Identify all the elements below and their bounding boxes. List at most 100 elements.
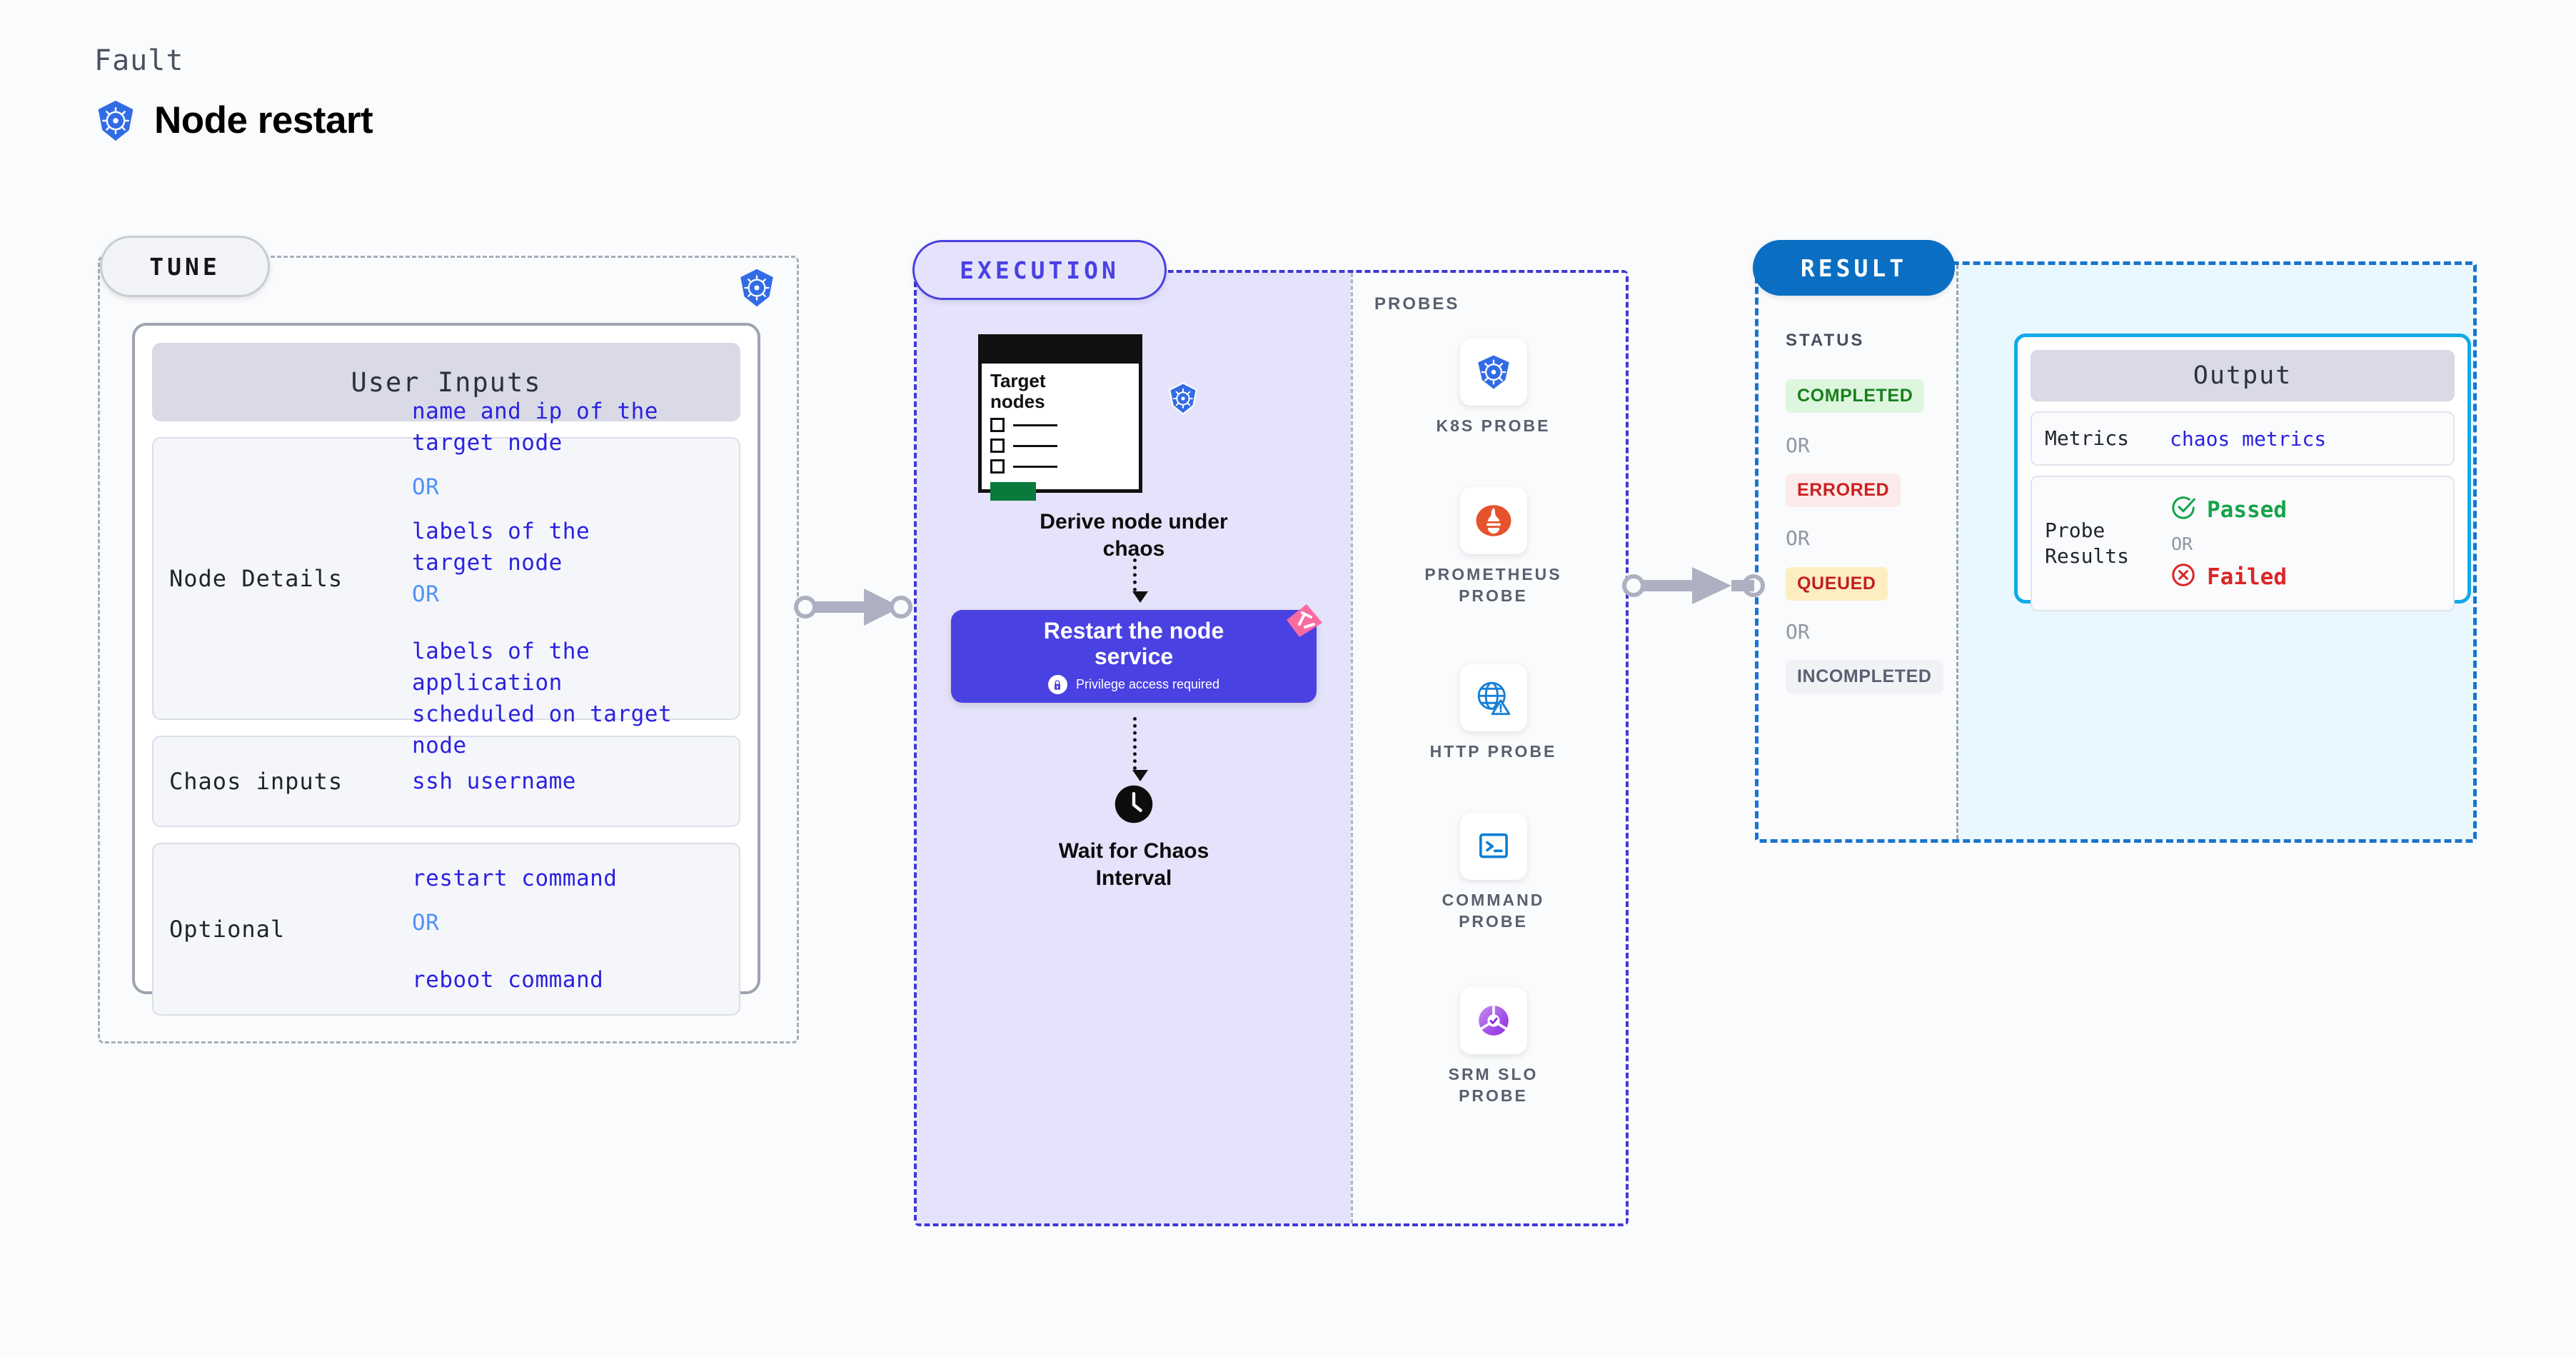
output-row-metrics: Metrics chaos metrics [2031,411,2455,466]
privilege-note: Privilege access required [1047,675,1220,695]
target-nodes-card: Target nodes [978,334,1197,501]
user-inputs-title: User Inputs [152,343,740,421]
prometheus-icon [1459,487,1527,554]
node-list-item [990,459,1130,474]
status-badge-incompleted: INCOMPLETED [1786,660,1943,693]
kubernetes-icon [1459,339,1527,406]
status-badge-errored: ERRORED [1786,474,1901,507]
status-badge-completed: COMPLETED [1786,379,1925,413]
value-text: labels of the [412,518,590,544]
or-separator: OR [412,474,440,500]
input-values: restart command OR reboot command [412,863,723,996]
user-inputs-card: User Inputs Node Details name and ip of … [132,323,760,1016]
label-line: SRM SLO [1448,1065,1539,1083]
output-key: Probe Results [2045,518,2170,570]
globe-warning-icon [1459,664,1527,731]
x-circle-icon [2170,561,2197,594]
probes-column: PROBES K8S PROBE [1351,273,1626,1223]
label-line: PROBE [1459,1086,1528,1105]
probe-http[interactable]: HTTP PROBE [1353,664,1634,763]
label-line: chaos [1102,536,1165,561]
probe-prometheus[interactable]: PROMETHEUS PROBE [1353,487,1634,607]
probe-command[interactable]: COMMAND PROBE [1353,813,1634,933]
probe-label: HTTP PROBE [1353,741,1634,763]
node-list-item [990,418,1130,433]
privilege-note-text: Privilege access required [1075,677,1220,692]
checkbox-icon [990,459,1005,474]
title-line: nodes [990,390,1045,412]
title-line: Restart the node [1043,617,1224,644]
wait-for-chaos-interval: Wait for Chaos Interval [917,784,1351,891]
page-header: Fault Node restart [94,44,373,142]
probe-srm-slo[interactable]: SRM SLO PROBE [1353,987,1634,1107]
input-row-optional: Optional restart command OR reboot comma… [152,843,740,1016]
title-line: Target [990,370,1046,391]
output-row-probe-results: Probe Results Passed OR [2031,476,2455,611]
terminal-icon [1459,813,1527,880]
execution-flow-column: Target nodes [917,273,1351,1223]
card-titlebar [982,338,1139,364]
label-line: Wait for Chaos [1058,839,1209,863]
probes-title: PROBES [1374,294,1460,314]
selected-node-marker [990,482,1036,501]
node-list-item [990,439,1130,454]
fault-kicker: Fault [94,44,184,77]
tune-to-execution-arrow [793,579,921,639]
restart-node-service-card[interactable]: Restart the node service Privilege acces… [951,604,1322,703]
value-text: target node [412,549,563,576]
or-separator: OR [412,581,440,607]
output-value: Passed OR Failed [2170,494,2440,594]
output-value: chaos metrics [2170,426,2327,451]
label-line: Interval [1095,866,1172,890]
derive-node-label: Derive node under chaos [917,509,1351,562]
or-separator: OR [2171,533,2193,554]
label-line: PROMETHEUS [1424,565,1562,584]
result-panel: STATUS COMPLETED OR ERRORED OR QUEUED OR… [1755,261,2477,843]
kubernetes-icon [737,268,777,308]
label-line: HTTP PROBE [1429,742,1557,761]
input-row-chaos-inputs: Chaos inputs ssh username [152,736,740,827]
or-separator: OR [1786,526,1810,550]
output-title: Output [2031,350,2455,401]
probe-result-passed: Passed [2170,494,2440,526]
placeholder-line [1013,424,1057,426]
or-separator: OR [412,909,440,936]
kubernetes-icon [94,99,137,142]
output-key: Metrics [2045,426,2130,450]
probe-k8s[interactable]: K8S PROBE [1353,339,1634,437]
label-line: K8S PROBE [1436,416,1551,435]
checkbox-icon [990,418,1005,433]
probe-label: K8S PROBE [1353,416,1634,437]
output-card: Output Metrics chaos metrics Probe Resul… [2014,334,2471,611]
tune-panel [98,256,799,1043]
input-key: Chaos inputs [169,768,343,795]
probe-result-failed: Failed [2170,561,2440,594]
fault-ribbon-icon [1282,601,1325,641]
key-line: Probe [2045,518,2105,542]
input-row-node-details: Node Details name and ip of the target n… [152,399,740,758]
value-text: reboot command [412,967,604,993]
result-panel-pill[interactable]: RESULT [1753,240,1955,296]
restart-card-title: Restart the node service [1043,617,1224,670]
input-values: ssh username [412,766,723,797]
label-line: COMMAND [1442,891,1545,909]
placeholder-line [1013,444,1057,447]
input-key: Node Details [169,565,343,592]
title-line: service [1094,643,1174,669]
tune-panel-pill[interactable]: TUNE [100,236,270,297]
passed-label: Passed [2207,497,2287,523]
label-line: PROBE [1459,586,1528,605]
probe-label: PROMETHEUS PROBE [1353,564,1634,607]
check-circle-icon [2170,494,2197,526]
execution-panel-pill[interactable]: EXECUTION [912,240,1167,300]
probe-label: COMMAND PROBE [1353,890,1634,933]
card-body: Target nodes [982,364,1139,508]
input-values: name and ip of the target node OR labels… [412,396,723,761]
execution-panel: Target nodes [914,270,1629,1226]
checkbox-icon [990,439,1005,454]
kubernetes-icon [1167,382,1199,419]
page-title: Node restart [154,99,373,141]
placeholder-line [1013,465,1057,468]
or-separator: OR [1786,620,1810,644]
lock-icon [1047,675,1067,695]
